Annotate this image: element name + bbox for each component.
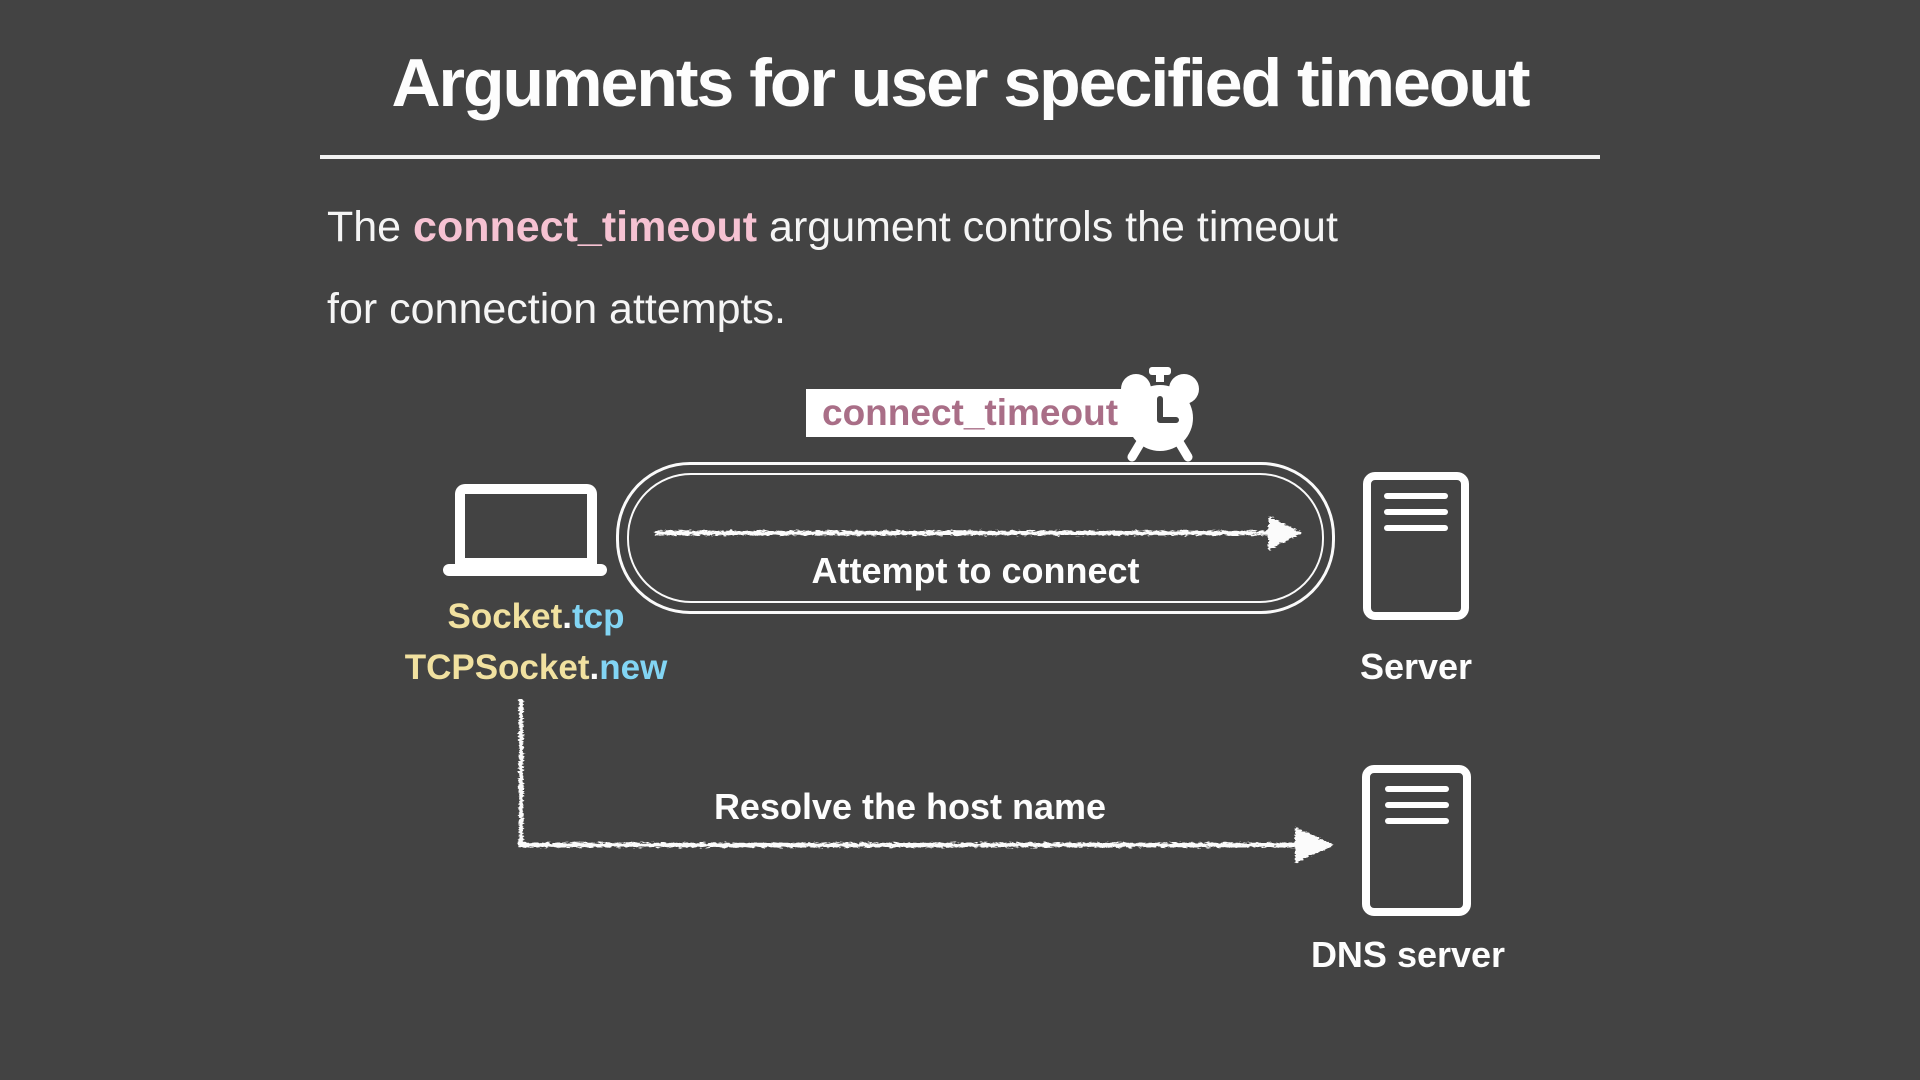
alarm-clock-icon: [1121, 367, 1199, 462]
laptop-base: [443, 564, 607, 576]
laptop-screen: [455, 484, 597, 568]
body-text-pre: The: [327, 203, 414, 251]
badge-label: connect_timeout: [822, 392, 1119, 433]
client-api-labels: Socket.tcp TCPSocket.new: [336, 591, 736, 693]
dns-server-icon: [1362, 765, 1471, 916]
connect-timeout-badge: connect_timeout: [806, 389, 1135, 437]
connect-loop-inner-border: [627, 473, 1324, 603]
slide-title: Arguments for user specified timeout: [391, 45, 1530, 121]
dns-server-label: DNS server: [1310, 934, 1506, 975]
body-paragraph: The connect_timeout argument controls th…: [327, 186, 1587, 350]
body-text-line2: for connection attempts.: [327, 285, 786, 333]
keyword-highlight: connect_timeout: [413, 203, 758, 251]
connect-loop-border: [616, 462, 1335, 614]
resolve-arrow-label: Resolve the host name: [713, 786, 1107, 827]
resolve-arrowhead-icon: [1295, 827, 1334, 863]
client-api-label-socket-tcp: Socket.tcp: [447, 597, 625, 636]
body-text-post: argument controls the timeout: [757, 203, 1338, 251]
connect-arrow-label: Attempt to connect: [811, 550, 1140, 591]
server-label: Server: [1359, 646, 1473, 687]
server-icon: [1363, 472, 1469, 620]
title-underline: [320, 155, 1600, 159]
client-api-label-tcpsocket-new: TCPSocket.new: [404, 648, 668, 687]
